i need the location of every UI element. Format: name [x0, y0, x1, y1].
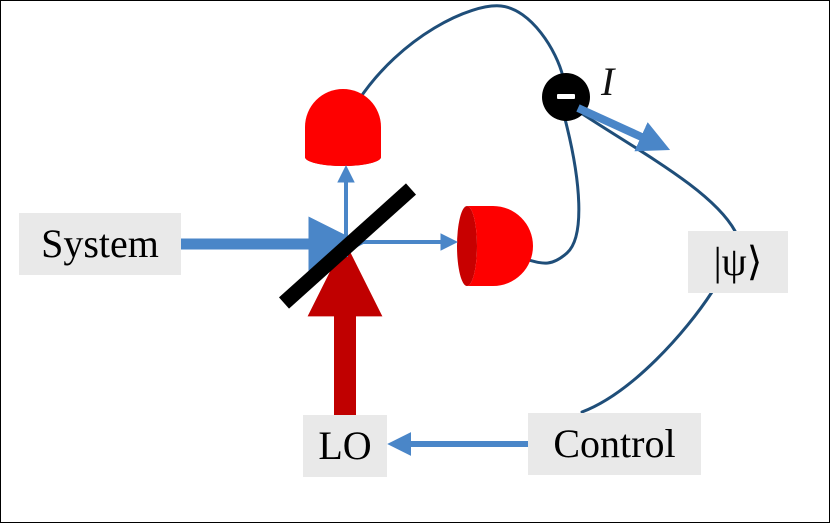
- photocurrent-feedback-arrow: [576, 104, 671, 152]
- detector-right-face: [457, 206, 477, 286]
- minus-icon: [557, 94, 575, 99]
- detector-right-body: [467, 206, 533, 286]
- system-label: System: [41, 221, 159, 266]
- wire-control-to-psi: [580, 290, 714, 414]
- lo-arrowhead: [317, 265, 373, 311]
- lo-source-box[interactable]: LO: [303, 415, 387, 477]
- wire-subtractor-to-detector-right: [523, 117, 581, 265]
- psi-state-box[interactable]: |ψ⟩: [688, 231, 788, 293]
- psi-label: |ψ⟩: [713, 239, 763, 284]
- system-source-box[interactable]: System: [19, 213, 181, 275]
- beam-splitter: [278, 183, 417, 309]
- control-label: Control: [553, 421, 676, 466]
- wire-group: [356, 4, 737, 414]
- control-box[interactable]: Control: [528, 413, 701, 475]
- detector-top-body: [305, 89, 381, 166]
- wire-detector-top-to-subtractor: [356, 4, 565, 103]
- detector-top: [305, 89, 381, 166]
- wire-subtractor-to-psi: [579, 111, 737, 233]
- lo-label: LO: [318, 423, 372, 468]
- photocurrent-label: I: [601, 59, 615, 104]
- detector-right: [457, 206, 533, 286]
